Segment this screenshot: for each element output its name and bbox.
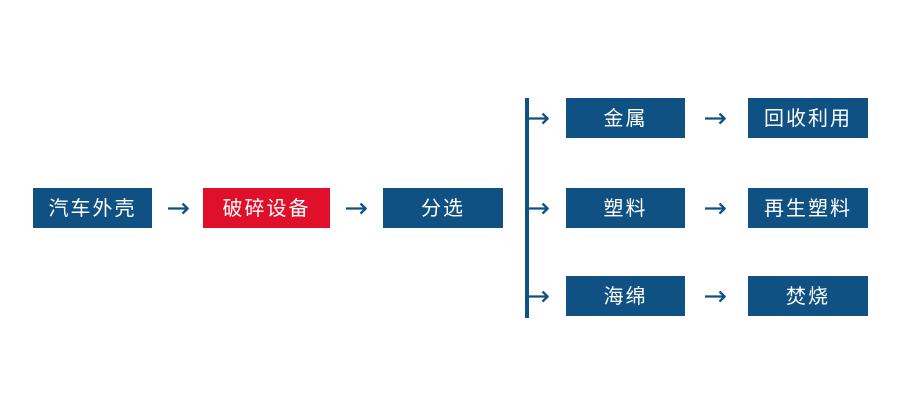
arrow-right-icon: → — [526, 280, 551, 312]
arrow-right-icon: → — [703, 102, 727, 134]
node-incineration[interactable]: 焚烧 — [748, 276, 868, 316]
arrow-right-icon: → — [344, 192, 368, 224]
arrow-right-icon: → — [703, 192, 727, 224]
node-car-shell[interactable]: 汽车外壳 — [33, 188, 152, 228]
distribution-trunk-line — [525, 98, 529, 318]
arrow-right-icon: → — [166, 192, 190, 224]
arrow-right-icon: → — [526, 192, 551, 224]
arrow-plastic-to-regenerated: → — [697, 188, 733, 228]
node-shredder-equipment[interactable]: 破碎设备 — [203, 188, 330, 228]
arrow-sponge-to-incineration: → — [697, 276, 733, 316]
arrow-shell-to-shredder: → — [160, 188, 196, 228]
node-plastic[interactable]: 塑料 — [566, 188, 685, 228]
branch-arrow-metal: → — [526, 98, 565, 138]
node-recycle-reuse[interactable]: 回收利用 — [748, 98, 868, 138]
node-sponge[interactable]: 海绵 — [566, 276, 685, 316]
branch-arrow-sponge: → — [526, 276, 565, 316]
arrow-right-icon: → — [526, 102, 551, 134]
node-regenerated-plastic[interactable]: 再生塑料 — [748, 188, 868, 228]
arrow-metal-to-recycle: → — [697, 98, 733, 138]
branch-arrow-plastic: → — [526, 188, 565, 228]
arrow-right-icon: → — [703, 280, 727, 312]
node-sorting[interactable]: 分选 — [383, 188, 503, 228]
arrow-shredder-to-sorting: → — [338, 188, 374, 228]
node-metal[interactable]: 金属 — [566, 98, 685, 138]
